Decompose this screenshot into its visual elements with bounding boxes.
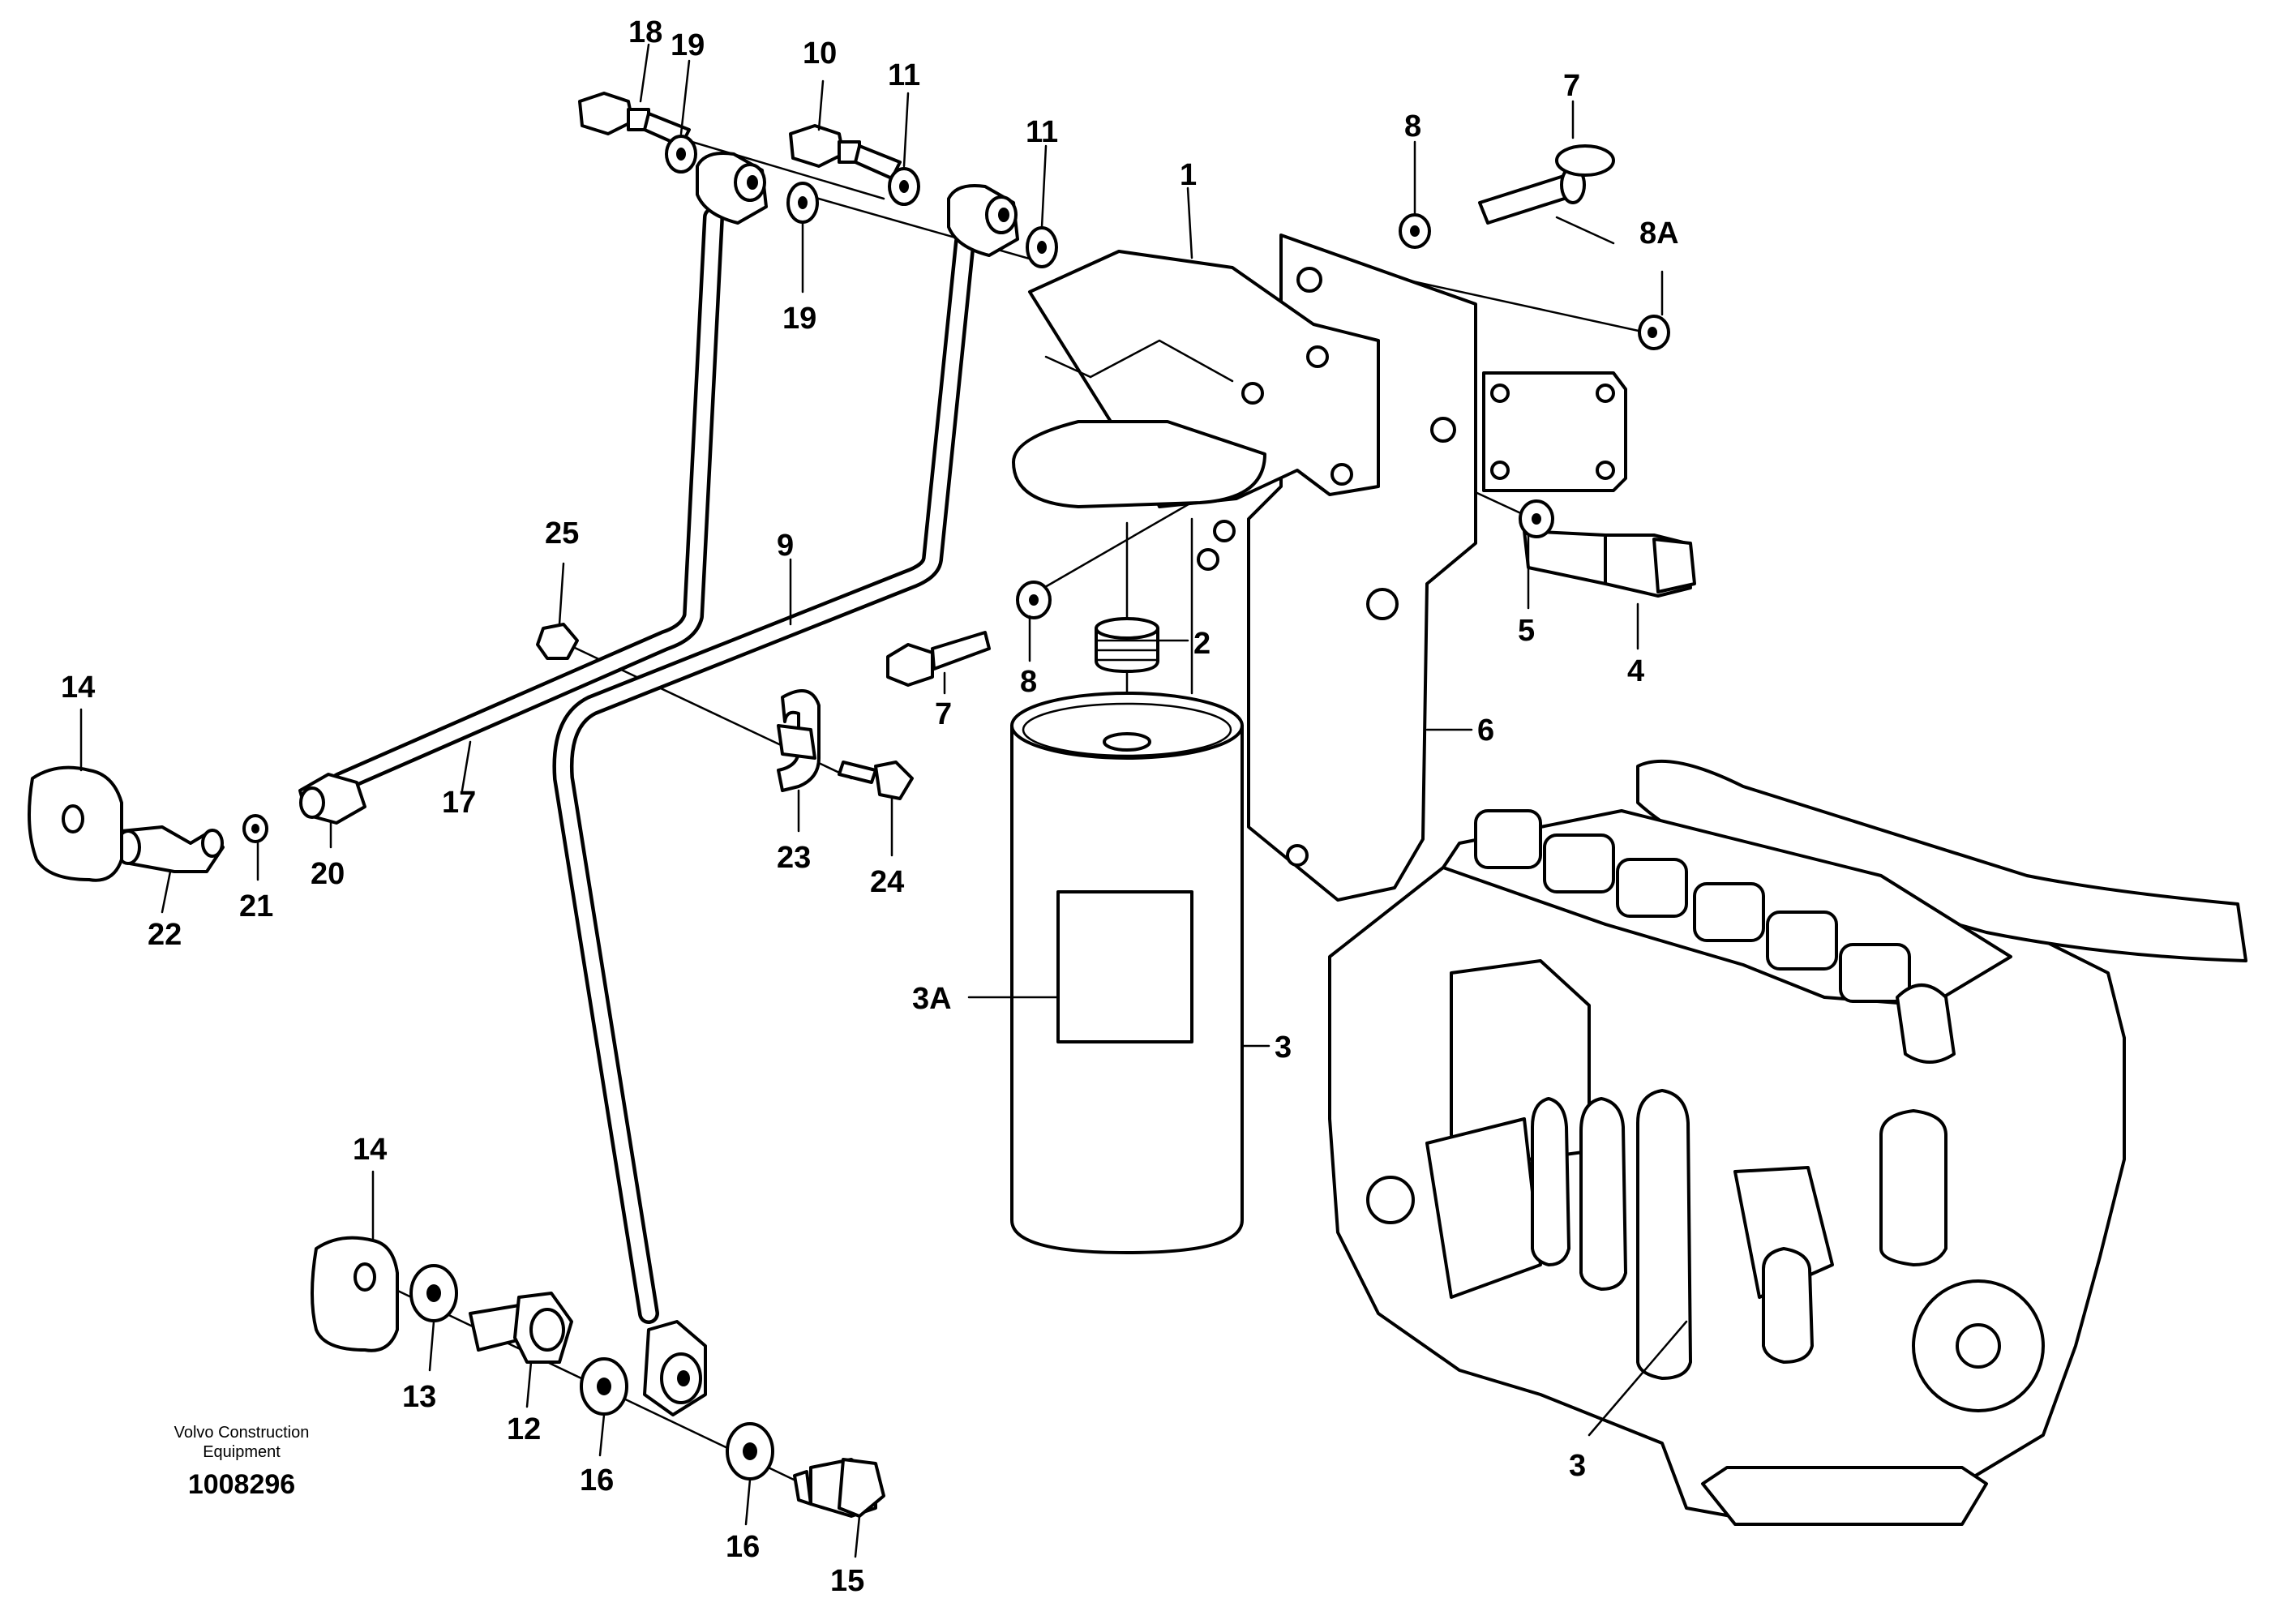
label-19-upper: 19 xyxy=(671,28,705,62)
nut-20 xyxy=(298,773,366,825)
label-13: 13 xyxy=(402,1380,436,1414)
brand-block: Volvo Construction Equipment 1008296 xyxy=(174,1424,310,1500)
label-8-upper: 8 xyxy=(1404,109,1421,144)
bolt-4 xyxy=(1523,529,1696,598)
label-9: 9 xyxy=(777,529,794,563)
engine-block-section-14-lower xyxy=(311,1236,399,1352)
bolt-7-upper xyxy=(1478,144,1615,225)
union-12 xyxy=(469,1292,573,1364)
filter-label-area xyxy=(1056,890,1193,1043)
oil-filter xyxy=(1010,692,1244,1254)
engine-overview xyxy=(1328,759,2247,1526)
label-10: 10 xyxy=(803,36,837,71)
label-4: 4 xyxy=(1627,654,1644,688)
label-16-right: 16 xyxy=(726,1530,760,1564)
label-15: 15 xyxy=(830,1564,864,1598)
label-2: 2 xyxy=(1193,627,1210,661)
label-12: 12 xyxy=(507,1412,541,1446)
label-14-upper: 14 xyxy=(61,671,95,705)
banjo-fitting-upper-right xyxy=(947,184,1019,257)
label-3A: 3A xyxy=(912,982,952,1016)
label-6: 6 xyxy=(1477,713,1494,748)
label-11-left: 11 xyxy=(888,58,920,92)
nut-25 xyxy=(536,623,579,660)
label-18: 18 xyxy=(628,15,662,49)
threaded-nipple xyxy=(1095,617,1159,673)
label-23: 23 xyxy=(777,841,811,875)
part-number-labels: 1 2 3 3 3A 4 5 6 7 7 8 8 8A 9 10 11 11 1… xyxy=(61,15,1679,1598)
label-24: 24 xyxy=(870,865,904,899)
bolt-10 xyxy=(789,124,902,180)
engine-block-section-14-upper xyxy=(28,765,123,882)
bolt-18 xyxy=(578,92,691,148)
filter-head-housing xyxy=(1012,250,1380,571)
label-7-upper: 7 xyxy=(1563,69,1580,103)
bolt-24 xyxy=(838,761,914,800)
label-20: 20 xyxy=(311,857,345,891)
pipe-17 xyxy=(330,207,724,793)
label-19-lower: 19 xyxy=(782,302,816,336)
label-22: 22 xyxy=(148,918,182,952)
label-7-lower: 7 xyxy=(935,697,952,731)
label-1: 1 xyxy=(1180,158,1197,192)
bolt-15 xyxy=(793,1458,885,1518)
label-25: 25 xyxy=(545,516,579,551)
drawing-code: 1008296 xyxy=(188,1469,295,1500)
label-11-right: 11 xyxy=(1026,115,1058,149)
label-3-engine: 3 xyxy=(1569,1449,1586,1483)
label-8A: 8A xyxy=(1639,216,1679,251)
bolt-7-lower xyxy=(886,631,991,687)
label-leaders xyxy=(79,43,1688,1558)
label-5: 5 xyxy=(1518,614,1535,648)
banjo-fitting-upper-left xyxy=(696,152,768,225)
label-8-lower: 8 xyxy=(1020,665,1037,699)
label-3-filter: 3 xyxy=(1275,1031,1292,1065)
label-17: 17 xyxy=(442,786,476,820)
label-16-left: 16 xyxy=(580,1463,614,1498)
pipe-9 xyxy=(552,231,975,1324)
label-14-lower: 14 xyxy=(353,1133,387,1167)
label-21: 21 xyxy=(239,889,273,923)
clamp-23 xyxy=(777,689,821,792)
banjo-fitting-lower xyxy=(643,1320,707,1416)
brand-line-2: Equipment xyxy=(203,1443,281,1461)
elbow-22 xyxy=(115,825,225,873)
brand-line-1: Volvo Construction xyxy=(174,1424,310,1442)
